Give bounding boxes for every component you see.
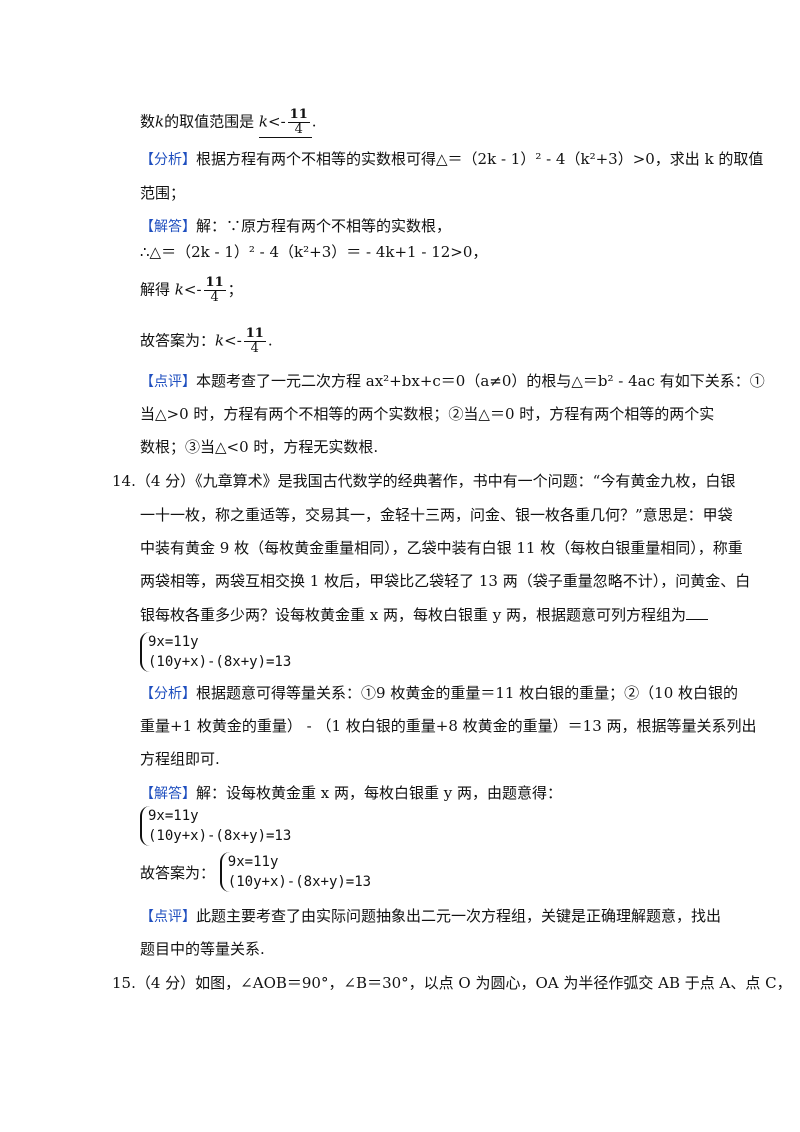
question-14-line4: 两袋相等，两袋互相交换 1 枚后，甲袋比乙袋轻了 13 两（袋子重量忽略不计），…: [140, 572, 751, 590]
comment-2-b: 题目中的等量关系.: [140, 940, 265, 958]
analysis-1: 【分析】根据方程有两个不相等的实数根可得△＝（2k - 1）² - 4（k²+3…: [140, 150, 764, 168]
solution-2: 【解答】解：设每枚黄金重 x 两，每枚白银重 y 两，由题意得：: [140, 784, 563, 802]
question-14-line1: 14.（4 分）《九章算术》是我国古代数学的经典著作，书中有一个问题：“今有黄金…: [112, 472, 736, 490]
answer-2: 故答案为： 9x=11y(10y+x)-(8x+y)=13: [140, 852, 372, 892]
equation-system-1: 9x=11y(10y+x)-(8x+y)=13: [140, 632, 291, 672]
question-14-line2: 一十一枚，称之重适等，交易其一，金轻十三两，问金、银一枚各重几何？”意思是：甲袋: [140, 506, 733, 524]
analysis-2: 【分析】根据题意可得等量关系：①9 枚黄金的重量＝11 枚白银的重量；②（10 …: [140, 684, 739, 702]
comment-1-c: 数根；③当△<0 时，方程无实数根.: [140, 438, 379, 456]
analysis-1-cont: 范围；: [140, 184, 186, 202]
comment-2: 【点评】此题主要考查了由实际问题抽象出二元一次方程组，关键是正确理解题意，找出: [140, 907, 722, 925]
comment-1: 【点评】本题考查了一元二次方程 ax²+bx+c＝0（a≠0）的根与△＝b² -…: [140, 372, 765, 390]
question-15: 15.（4 分）如图，∠AOB＝90°，∠B＝30°，以点 O 为圆心，OA 为…: [112, 974, 792, 992]
analysis-2-c: 方程组即可.: [140, 750, 220, 768]
equation-system-2: 9x=11y(10y+x)-(8x+y)=13: [140, 806, 291, 846]
solution-1-b: ∴△＝（2k - 1）² - 4（k²+3）＝ - 4k+1 - 12>0，: [140, 243, 488, 261]
question-14-line5: 银每枚各重多少两？设每枚黄金重 x 两，每枚白银重 y 两，根据题意可列方程组为: [140, 604, 709, 626]
solution-1: 【解答】解：∵原方程有两个不相等的实数根，: [140, 217, 452, 235]
answer-blank: [686, 619, 709, 620]
analysis-2-b: 重量+1 枚黄金的重量） - （1 枚白银的重量+8 枚黄金的重量）＝13 两，…: [140, 717, 757, 735]
comment-1-b: 当△>0 时，方程有两个不相等的两个实数根；②当△＝0 时，方程有两个相等的两个…: [140, 405, 715, 423]
question-14-line3: 中装有黄金 9 枚（每枚黄金重量相同），乙袋中装有白银 11 枚（每枚白银重量相…: [140, 539, 743, 557]
